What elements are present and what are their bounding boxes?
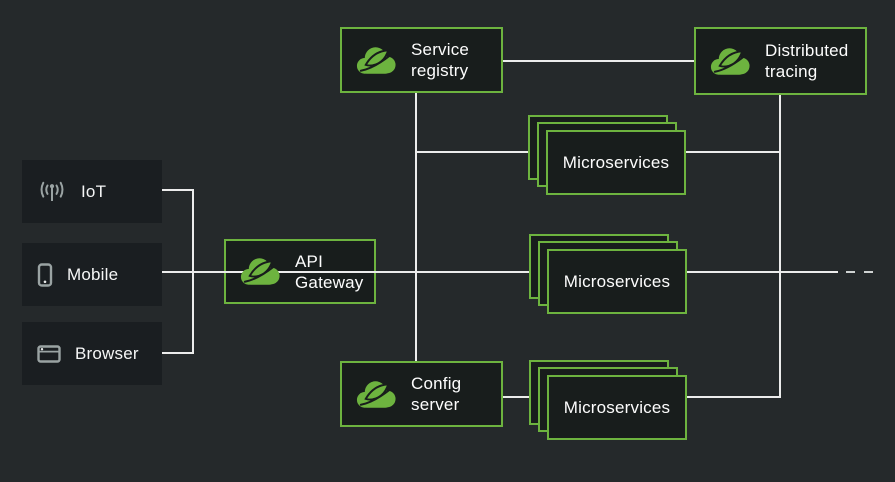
node-label-line2: tracing xyxy=(765,62,818,81)
node-label-line1: API xyxy=(295,251,324,271)
stack-layer-front: Microservices xyxy=(546,130,686,195)
microservices-label: Microservices xyxy=(563,271,671,291)
connector-continuation-dash xyxy=(846,271,855,273)
connector-bus-to-microservices-top xyxy=(416,151,560,153)
node-microservices-top: Microservices xyxy=(528,115,686,195)
connector-main-horizontal-left xyxy=(162,271,529,273)
connector-microservices-top-to-right-bus xyxy=(684,151,780,153)
node-content: Config server xyxy=(342,373,501,415)
node-label-line2: server xyxy=(411,395,460,414)
node-microservices-bottom: Microservices xyxy=(529,360,687,440)
node-label-line1: Distributed xyxy=(765,41,849,60)
node-label-line2: Gateway xyxy=(295,272,364,292)
browser-window-icon xyxy=(37,344,61,363)
node-label: Browser xyxy=(75,343,139,363)
node-content: Service registry xyxy=(342,39,501,81)
node-config-server: Config server xyxy=(340,361,503,427)
connector-center-bus xyxy=(415,93,417,361)
node-content: Distributed tracing xyxy=(696,40,865,82)
node-browser: Browser xyxy=(22,322,162,385)
mobile-phone-icon xyxy=(37,262,53,287)
connector-right-bus xyxy=(779,95,781,398)
iot-signal-icon xyxy=(40,181,64,201)
node-content: API Gateway xyxy=(226,251,374,293)
node-microservices-middle: Microservices xyxy=(529,234,687,314)
node-label: IoT xyxy=(81,181,107,201)
spring-cloud-logo-icon xyxy=(709,46,751,76)
connector-browser-to-bus xyxy=(162,352,194,354)
node-api-gateway: API Gateway xyxy=(224,239,376,304)
microservices-label: Microservices xyxy=(562,152,670,172)
node-label-line1: Config xyxy=(411,374,462,393)
node-service-registry: Service registry xyxy=(340,27,503,93)
spring-cloud-logo-icon xyxy=(239,257,281,286)
connector-continuation-dash xyxy=(864,271,873,273)
stack-layer-front: Microservices xyxy=(547,249,687,314)
spring-cloud-logo-icon xyxy=(355,45,397,75)
connector-registry-to-tracing xyxy=(503,60,694,62)
stack-layer-front: Microservices xyxy=(547,375,687,440)
node-label-line2: registry xyxy=(411,61,469,80)
node-distributed-tracing: Distributed tracing xyxy=(694,27,867,95)
node-label: Mobile xyxy=(67,264,119,284)
connector-main-horizontal-right xyxy=(684,271,838,273)
microservices-label: Microservices xyxy=(563,397,671,417)
connector-right-bus-elbow xyxy=(684,396,781,398)
node-mobile: Mobile xyxy=(22,243,162,306)
node-label-line1: Service xyxy=(411,40,470,59)
node-iot: IoT xyxy=(22,160,162,223)
spring-cloud-logo-icon xyxy=(355,379,397,409)
connector-iot-to-bus xyxy=(162,189,194,191)
